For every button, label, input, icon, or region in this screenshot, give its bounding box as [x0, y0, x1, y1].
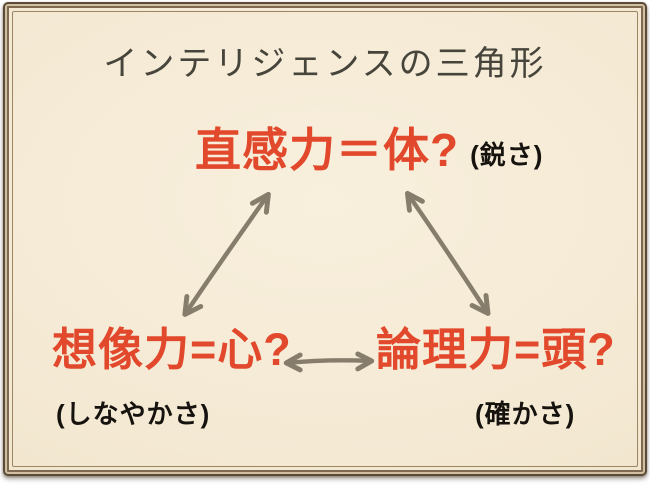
node-logic-label: 論理力=頭?	[376, 324, 616, 375]
arrow-left-right	[283, 351, 375, 373]
slide-canvas: インテリジェンスの三角形 直感力＝体?	[3, 2, 647, 476]
node-intuition-annotation: (鋭さ)	[470, 139, 544, 170]
node-intuition-label: 直感力＝体?	[195, 124, 460, 176]
node-logic-annotation: (確かさ)	[475, 399, 576, 429]
arrow-top-right	[405, 190, 491, 316]
slide-title: インテリジェンスの三角形	[103, 46, 547, 83]
arrow-top-left	[182, 191, 271, 317]
node-imagination-annotation: (しなやかさ)	[56, 399, 211, 429]
node-imagination-label: 想像力=心?	[52, 324, 292, 375]
node-intuition: 直感力＝体? (鋭さ)	[195, 124, 544, 176]
